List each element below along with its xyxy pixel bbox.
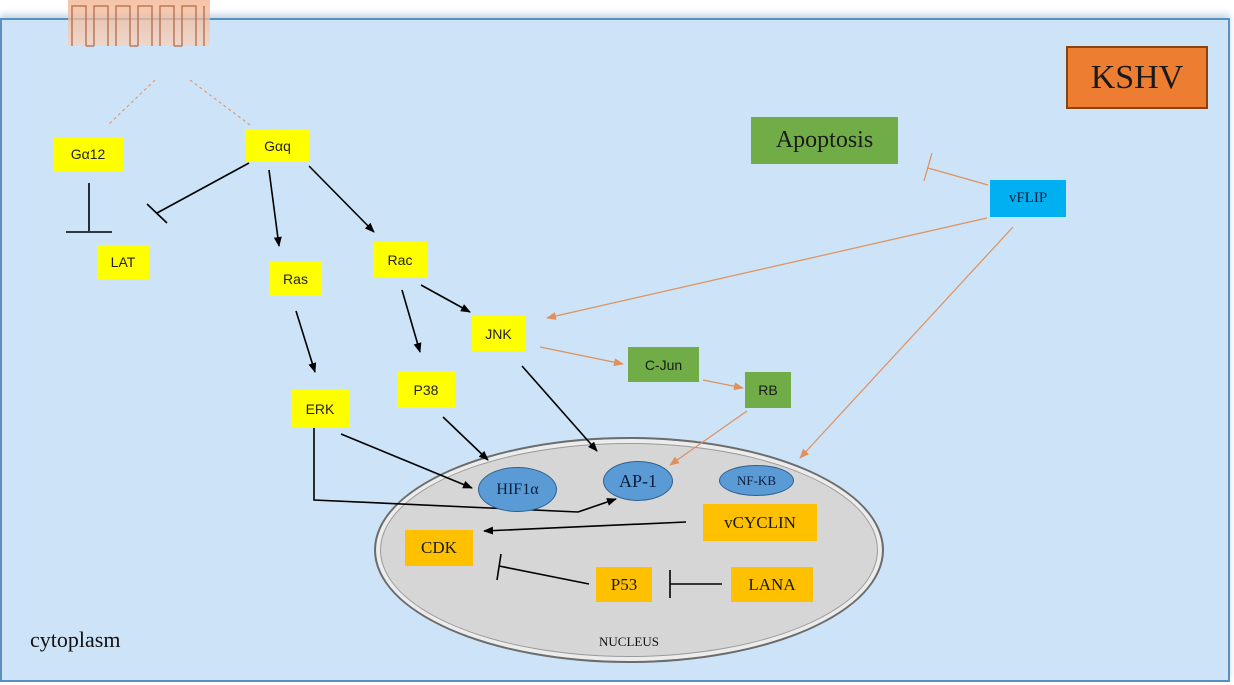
vflip-to-jnk	[546, 217, 988, 320]
p38-to-hif1a	[442, 416, 489, 461]
rac-to-jnk	[420, 284, 471, 313]
vflip-to-nfkb	[799, 226, 1014, 459]
node-vcyclin: vCYCLIN	[703, 504, 817, 541]
node-lat: LAT	[97, 245, 149, 279]
node-jnk: JNK	[472, 316, 525, 351]
node-lana: LANA	[731, 567, 813, 602]
node-p38: P38	[397, 371, 455, 408]
node-cjun: C-Jun	[628, 347, 699, 382]
node-hif1a: HIF1α	[478, 467, 557, 512]
jnk-to-cjun	[539, 346, 624, 367]
node-p53: P53	[596, 567, 652, 602]
cjun-to-rb	[702, 379, 744, 391]
node-erk: ERK	[291, 390, 349, 427]
node-ras: Ras	[269, 262, 322, 296]
receptor-ga12-link	[107, 79, 156, 126]
ras-to-erk	[295, 310, 317, 373]
node-kshv: KSHV	[1066, 46, 1208, 109]
vflip-inhibits-apoptosis	[927, 167, 989, 186]
nucleus-label: NUCLEUS	[599, 634, 659, 649]
node-nfkb: NF-KB	[719, 465, 794, 496]
node-rb: RB	[745, 372, 791, 408]
jnk-to-ap1	[521, 365, 598, 452]
gaq-to-ras	[268, 169, 282, 247]
node-apoptosis: Apoptosis	[751, 117, 898, 164]
node-ga12: Gα12	[53, 137, 123, 171]
cytoplasm-label: cytoplasm	[30, 627, 121, 652]
rb-to-ap1	[669, 410, 748, 466]
node-rac: Rac	[373, 242, 427, 277]
erk-to-ap1	[313, 428, 579, 513]
node-gaq: Gαq	[246, 129, 309, 162]
node-vflip: vFLIP	[990, 180, 1066, 217]
node-cdk: CDK	[405, 530, 473, 566]
vcyclin-to-cdk	[483, 521, 687, 535]
node-ap1: AP-1	[603, 461, 673, 501]
gaq-inhibits-lat	[156, 162, 250, 214]
gaq-to-rac	[308, 165, 375, 233]
erk-to-hif1a	[340, 433, 473, 489]
p53-inhibits-cdk	[498, 565, 590, 585]
gpcr-receptor-icon	[68, 0, 210, 47]
receptor-gaq-link	[189, 79, 251, 126]
rac-to-p38	[401, 289, 422, 353]
